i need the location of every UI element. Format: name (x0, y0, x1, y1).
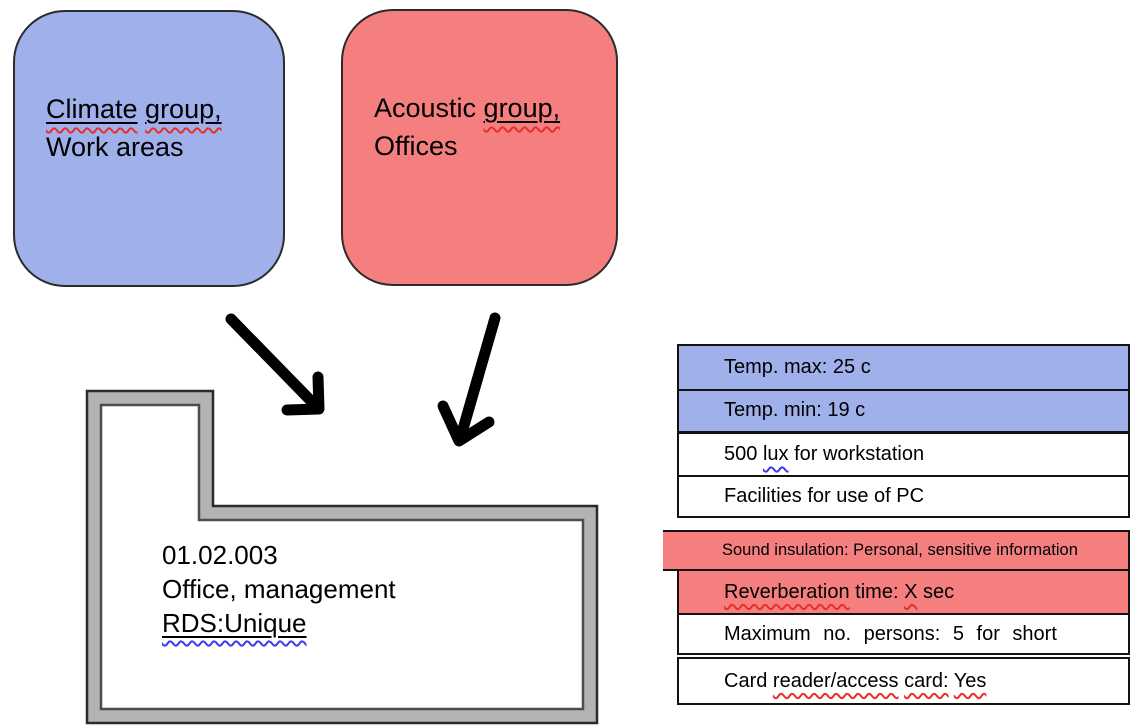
table-row-reverberation: Reverberation time: X sec (677, 568, 1130, 616)
climate-arrow (225, 313, 325, 416)
climate-group-label-line2: Work areas (46, 132, 184, 162)
floor-plan-inner-wall (99, 403, 585, 711)
climate-group-label-line1: Climate group, (46, 90, 283, 128)
table-row-pc-facilities: Facilities for use of PC (677, 475, 1130, 518)
acoustic-arrow (437, 312, 501, 447)
table-row-lux: 500 lux for workstation (677, 431, 1130, 478)
table-row-card-reader: Card reader/access card: Yes (677, 657, 1130, 705)
group-word: group, (483, 93, 561, 123)
group-word: group, (145, 94, 222, 124)
table-row-sound-insulation: Sound insulation: Personal, sensitive in… (663, 530, 1130, 571)
acoustic-word: Acoustic (374, 93, 484, 123)
table-row-max-persons: Maximum no. persons: 5 for short (677, 613, 1130, 655)
acoustic-group-label-line2: Offices (374, 131, 458, 161)
floor-plan-outline (85, 389, 599, 725)
acoustic-group-label-line1: Acoustic group, (374, 89, 616, 127)
room-number: 01.02.003 (162, 540, 278, 570)
room-name: Office, management (162, 574, 396, 604)
climate-word: Climate (46, 94, 138, 124)
acoustic-group-box: Acoustic group, Offices (341, 9, 618, 286)
room-rds: RDS:Unique (162, 608, 307, 638)
room-label: 01.02.003 Office, management RDS:Unique (162, 538, 396, 640)
requirements-table: Temp. max: 25 c Temp. min: 19 c 500 lux … (663, 344, 1130, 705)
climate-group-box: Climate group, Work areas (13, 10, 285, 287)
table-row-temp-max: Temp. max: 25 c (677, 344, 1130, 391)
table-row-temp-min: Temp. min: 19 c (677, 388, 1130, 433)
